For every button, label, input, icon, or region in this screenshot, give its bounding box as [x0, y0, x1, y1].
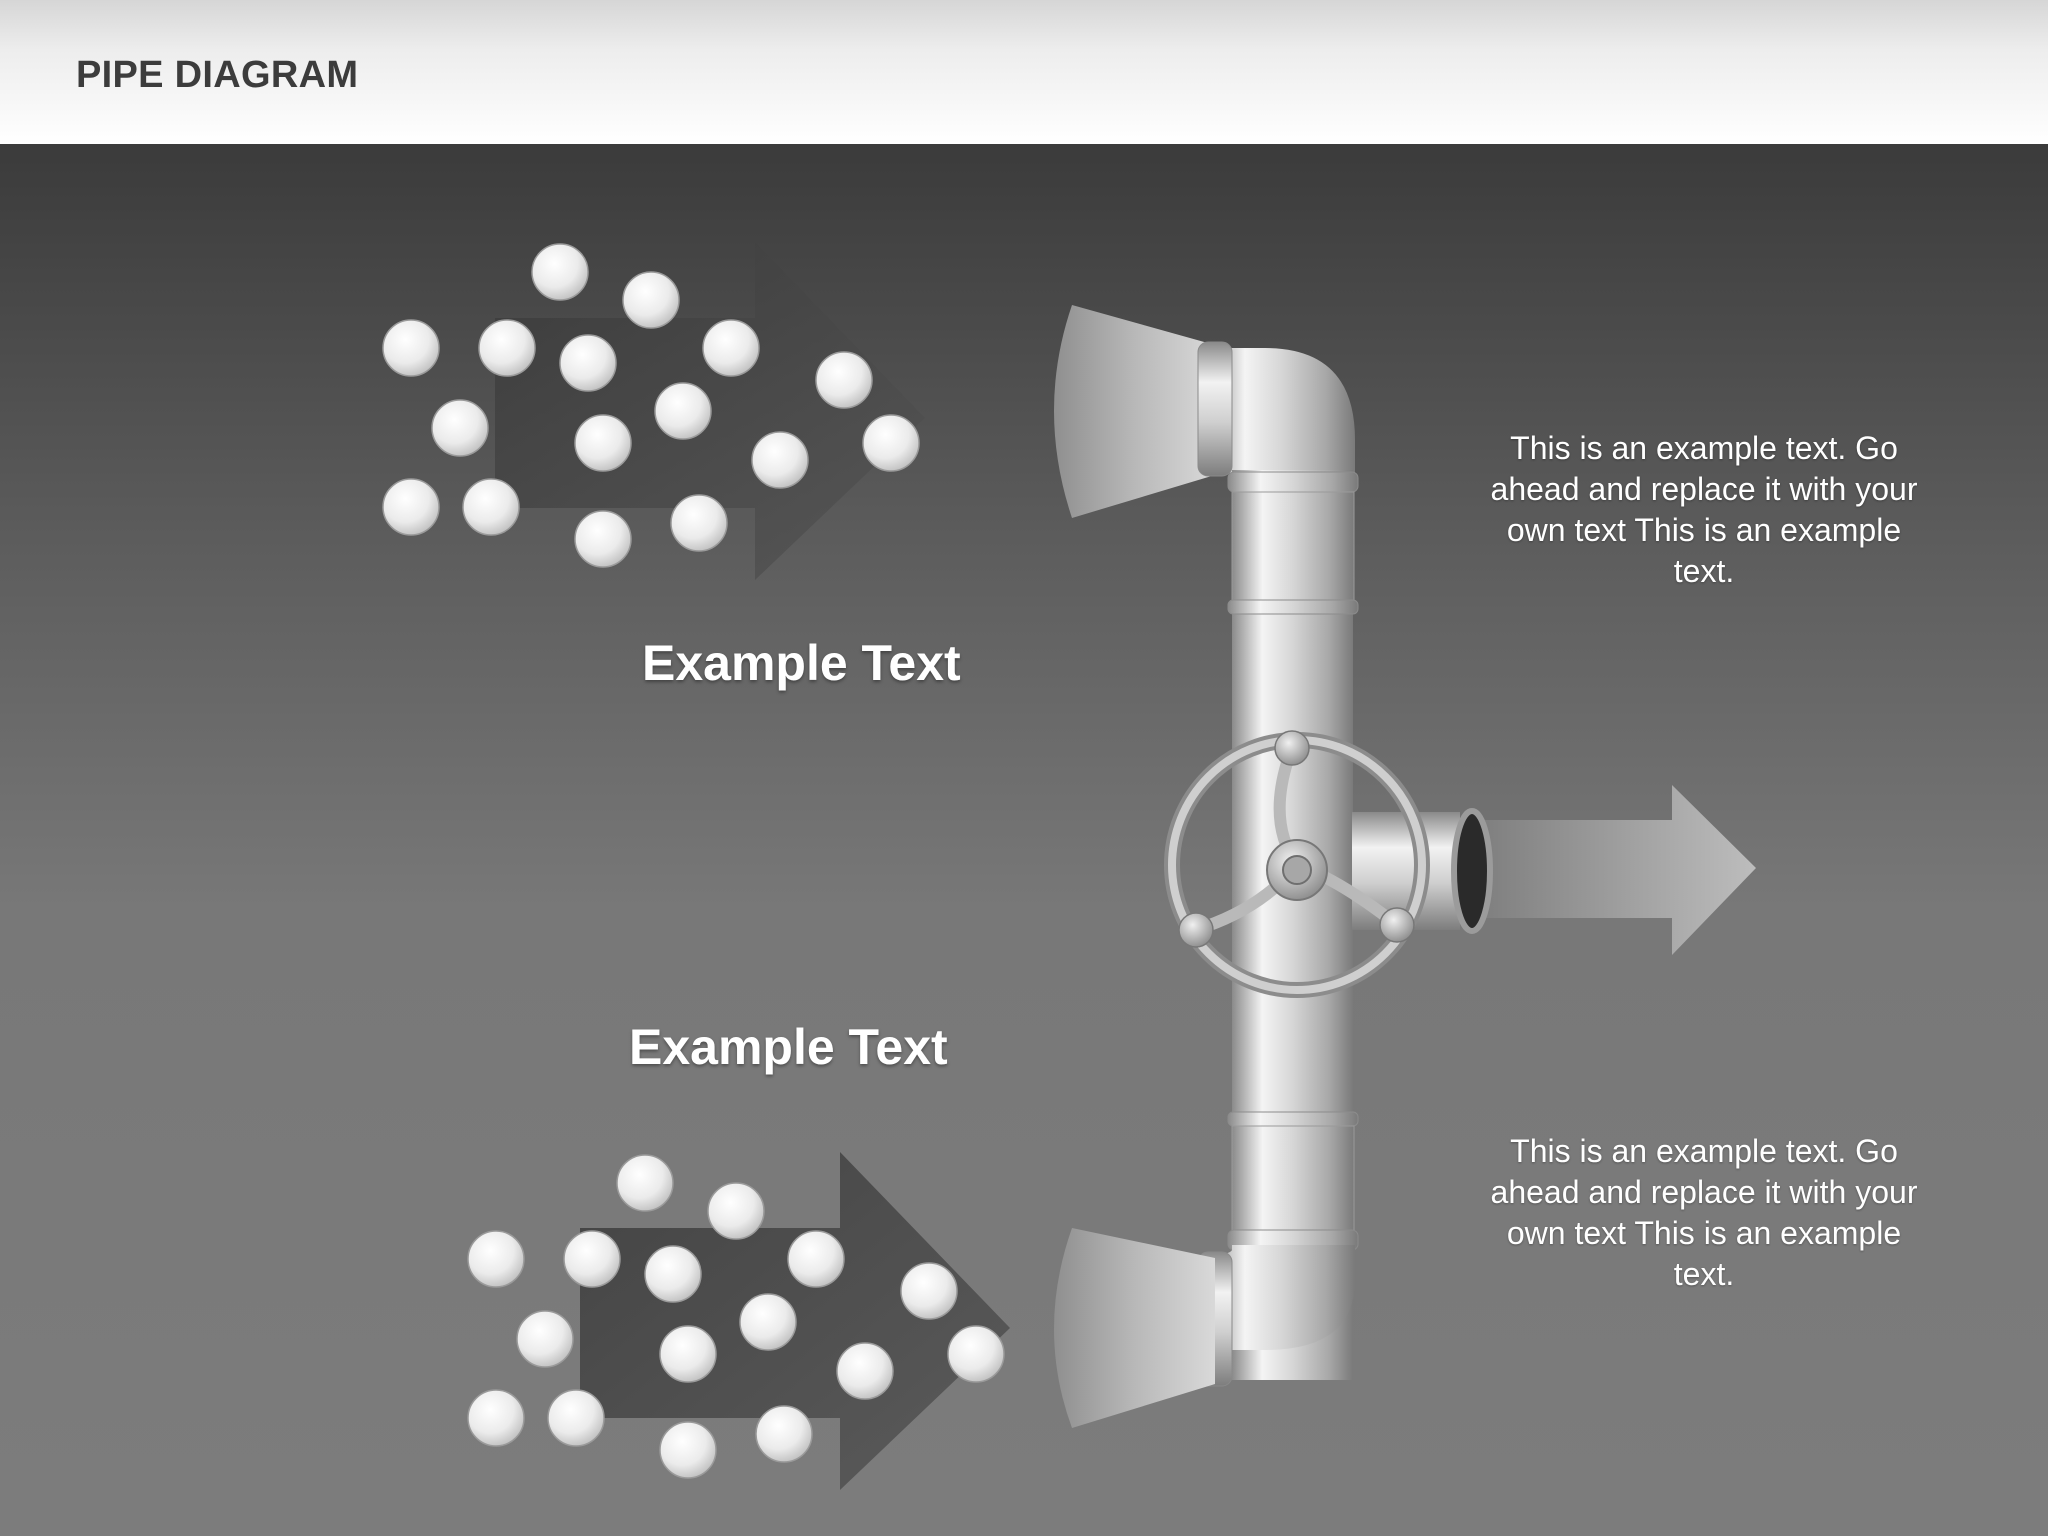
upper-description: This is an example text. Go ahead and re… [1490, 430, 1918, 589]
lower-example-label: Example Text [629, 1019, 948, 1075]
outlet-arrow-icon [1478, 785, 1756, 955]
lower-description: This is an example text. Go ahead and re… [1490, 1133, 1918, 1292]
upper-dotted-arrow-icon [382, 242, 925, 580]
pipe-icon [1054, 305, 1493, 1428]
page-title: PIPE DIAGRAM [76, 54, 359, 96]
lower-dotted-arrow-icon [467, 1152, 1010, 1490]
valve-wheel-icon [1164, 730, 1430, 998]
upper-example-label: Example Text [642, 635, 961, 691]
header-bar: PIPE DIAGRAM [0, 0, 2048, 144]
